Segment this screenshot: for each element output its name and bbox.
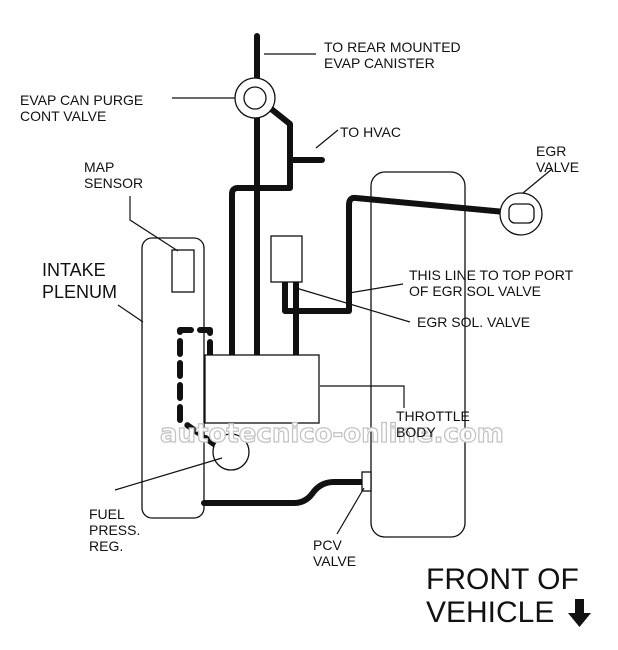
svg-text:VEHICLE: VEHICLE bbox=[426, 596, 554, 629]
egr-sol-valve bbox=[270, 235, 303, 283]
intake-plenum bbox=[141, 237, 205, 519]
svg-text:FUEL: FUEL bbox=[89, 506, 125, 522]
svg-text:CONT VALVE: CONT VALVE bbox=[20, 108, 106, 124]
label-map-sensor: MAP SENSOR bbox=[84, 159, 143, 191]
hose-pcv bbox=[201, 479, 366, 506]
label-to-rear-canister: TO REAR MOUNTED EVAP CANISTER bbox=[324, 39, 461, 71]
label-intake-plenum: INTAKE PLENUM bbox=[42, 260, 117, 302]
label-evap-purge-valve: EVAP CAN PURGE CONT VALVE bbox=[20, 92, 143, 124]
throttle-body bbox=[204, 354, 320, 424]
label-fuel-press-reg: FUEL PRESS. REG. bbox=[89, 506, 140, 554]
egr-valve bbox=[499, 192, 543, 236]
fuel-press-reg bbox=[212, 433, 250, 471]
svg-text:PRESS.: PRESS. bbox=[89, 522, 140, 538]
hose-egr-line bbox=[282, 194, 508, 314]
svg-text:BODY: BODY bbox=[396, 424, 436, 440]
svg-text:PLENUM: PLENUM bbox=[42, 282, 117, 302]
svg-text:INTAKE: INTAKE bbox=[42, 260, 106, 280]
hose-fuel-reg bbox=[177, 327, 234, 459]
label-front-of-vehicle: FRONT OF VEHICLE bbox=[426, 563, 579, 629]
label-pcv-valve: PCV VALVE bbox=[313, 537, 356, 569]
arrow-down-icon bbox=[568, 599, 591, 627]
evap-purge-valve bbox=[234, 77, 276, 119]
svg-text:REG.: REG. bbox=[89, 538, 123, 554]
map-sensor bbox=[171, 249, 195, 293]
svg-text:EVAP CANISTER: EVAP CANISTER bbox=[324, 55, 435, 71]
svg-text:EVAP CAN PURGE: EVAP CAN PURGE bbox=[20, 92, 143, 108]
label-egr-valve: EGR VALVE bbox=[536, 143, 579, 175]
svg-text:VALVE: VALVE bbox=[313, 553, 356, 569]
label-to-hvac: TO HVAC bbox=[340, 124, 401, 140]
watermark: autotecnico-online.com bbox=[160, 419, 504, 449]
engine-block bbox=[370, 171, 466, 538]
hose-purge-to-hvac bbox=[229, 105, 293, 358]
pcv-valve bbox=[361, 471, 372, 492]
svg-text:EGR: EGR bbox=[536, 143, 566, 159]
svg-text:SENSOR: SENSOR bbox=[84, 175, 143, 191]
label-egr-sol-valve: EGR SOL. VALVE bbox=[417, 314, 530, 330]
svg-text:MAP: MAP bbox=[84, 159, 114, 175]
svg-text:OF EGR SOL VALVE: OF EGR SOL VALVE bbox=[409, 283, 541, 299]
svg-text:THROTTLE: THROTTLE bbox=[396, 408, 470, 424]
svg-text:VALVE: VALVE bbox=[536, 159, 579, 175]
svg-text:PCV: PCV bbox=[313, 537, 342, 553]
svg-text:THIS LINE TO TOP PORT: THIS LINE TO TOP PORT bbox=[409, 267, 574, 283]
svg-text:TO REAR MOUNTED: TO REAR MOUNTED bbox=[324, 39, 461, 55]
svg-text:FRONT OF: FRONT OF bbox=[426, 563, 579, 596]
label-throttle-body: THROTTLE BODY bbox=[396, 408, 470, 440]
label-egr-line: THIS LINE TO TOP PORT OF EGR SOL VALVE bbox=[409, 267, 574, 299]
